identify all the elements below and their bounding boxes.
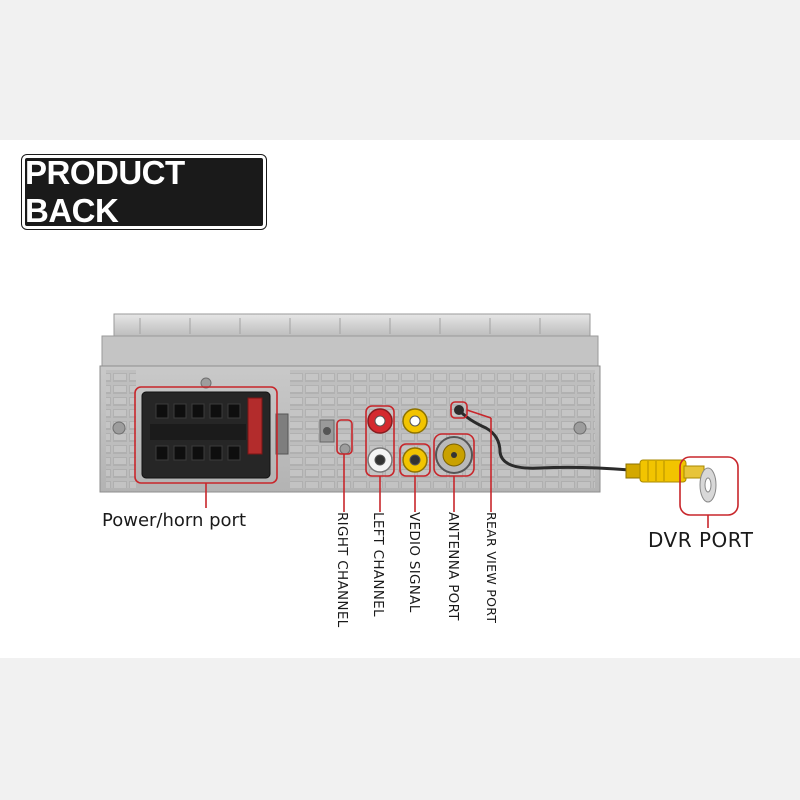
chassis-top <box>101 313 599 367</box>
rear-view-port-label: REAR VIEW PORT <box>484 512 499 624</box>
rca-jack-left-channel <box>367 447 393 473</box>
page-title: PRODUCT BACK <box>25 154 185 229</box>
screw-icon <box>112 377 587 455</box>
rca-jack-right-channel <box>367 408 393 434</box>
right-channel-label: RIGHT CHANNEL <box>334 512 350 628</box>
dvr-port-label: DVR PORT <box>648 528 754 552</box>
left-channel-label: LEFT CHANNEL <box>370 512 386 617</box>
iso-power-connector <box>141 391 271 479</box>
antenna-port-label: ANTENNA PORT <box>445 512 461 621</box>
fuse-slot <box>275 413 335 455</box>
rear-view-cable <box>454 405 717 503</box>
power-horn-port-label: Power/horn port <box>102 510 247 531</box>
product-back-title-box: PRODUCT BACK <box>21 154 267 230</box>
rca-jack-video-signal <box>402 447 428 473</box>
antenna-socket <box>435 436 473 474</box>
video-signal-label: VEDIO SIGNAL <box>406 512 422 613</box>
callout-lines <box>134 386 739 528</box>
rca-jack-rear-view <box>402 408 428 434</box>
